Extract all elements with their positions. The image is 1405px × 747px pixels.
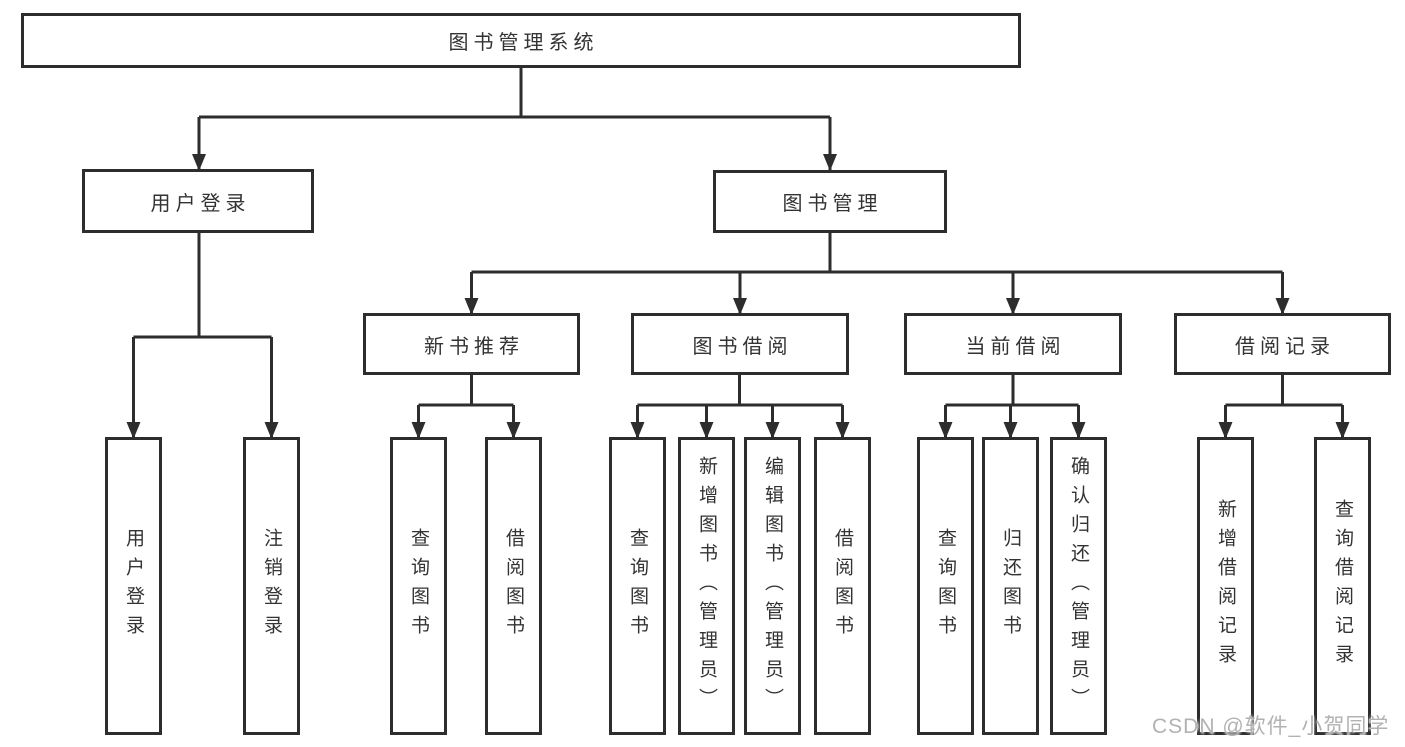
node-book-mgmt: 图书管理 (713, 170, 947, 233)
leaf-current-query: 查询图书 (917, 437, 974, 735)
leaf-newbook-query: 查询图书 (390, 437, 447, 735)
arrowheads (126, 154, 1350, 439)
node-book-mgmt-label: 图书管理 (782, 193, 883, 215)
leaf-newbook-borrow: 借阅图书 (485, 437, 542, 735)
leaf-current-query-label: 查询图书 (935, 528, 956, 644)
connector-borrow-records (1224, 375, 1344, 437)
node-book-borrow-label: 图书借阅 (692, 335, 793, 358)
node-borrow-records: 借阅记录 (1174, 313, 1391, 375)
leaf-current-confirm-admin: 确认归还（管理员） (1050, 437, 1107, 735)
leaf-records-add: 新增借阅记录 (1197, 437, 1254, 735)
connector-root (197, 68, 832, 170)
leaf-records-add-label: 新增借阅记录 (1215, 499, 1236, 673)
leaf-current-return: 归还图书 (982, 437, 1039, 735)
leaf-newbook-query-label: 查询图书 (408, 528, 429, 644)
node-borrow-records-label: 借阅记录 (1235, 335, 1335, 358)
node-current-borrow-label: 当前借阅 (965, 335, 1066, 358)
leaf-borrow-query: 查询图书 (609, 437, 666, 735)
leaf-records-query-label: 查询借阅记录 (1332, 499, 1353, 673)
node-book-borrow: 图书借阅 (631, 313, 849, 375)
leaf-user-login: 用户登录 (105, 437, 162, 735)
leaf-current-confirm-admin-label: 确认归还（管理员） (1068, 455, 1089, 717)
node-user-login: 用户登录 (82, 169, 314, 233)
leaf-borrow-query-label: 查询图书 (627, 528, 648, 644)
connector-book-mgmt (470, 233, 1284, 313)
node-root: 图书管理系统 (21, 13, 1021, 68)
watermark: CSDN @软件_小贺同学 (1152, 715, 1390, 738)
leaf-user-login-label: 用户登录 (123, 528, 144, 644)
leaf-logout-label: 注销登录 (261, 528, 282, 644)
node-user-login-label: 用户登录 (150, 192, 251, 215)
connector-new-book (417, 375, 515, 437)
leaf-borrow-edit-admin-label: 编辑图书（管理员） (762, 455, 783, 717)
leaf-borrow-edit-admin: 编辑图书（管理员） (744, 437, 801, 735)
leaf-newbook-borrow-label: 借阅图书 (503, 528, 524, 644)
connector-current-borrow (944, 375, 1080, 437)
leaf-borrow-borrow: 借阅图书 (814, 437, 871, 735)
leaf-logout: 注销登录 (243, 437, 300, 735)
leaf-borrow-borrow-label: 借阅图书 (832, 528, 853, 644)
node-root-label: 图书管理系统 (448, 32, 599, 54)
connector-book-borrow (636, 375, 844, 437)
node-new-book-recommend-label: 新书推荐 (424, 335, 524, 358)
node-new-book-recommend: 新书推荐 (363, 313, 580, 375)
leaf-borrow-add-admin: 新增图书（管理员） (678, 437, 735, 735)
leaf-records-query: 查询借阅记录 (1314, 437, 1371, 735)
node-current-borrow: 当前借阅 (904, 313, 1122, 375)
leaf-current-return-label: 归还图书 (1000, 528, 1021, 644)
connector-user-login (132, 233, 273, 437)
leaf-borrow-add-admin-label: 新增图书（管理员） (696, 455, 717, 717)
